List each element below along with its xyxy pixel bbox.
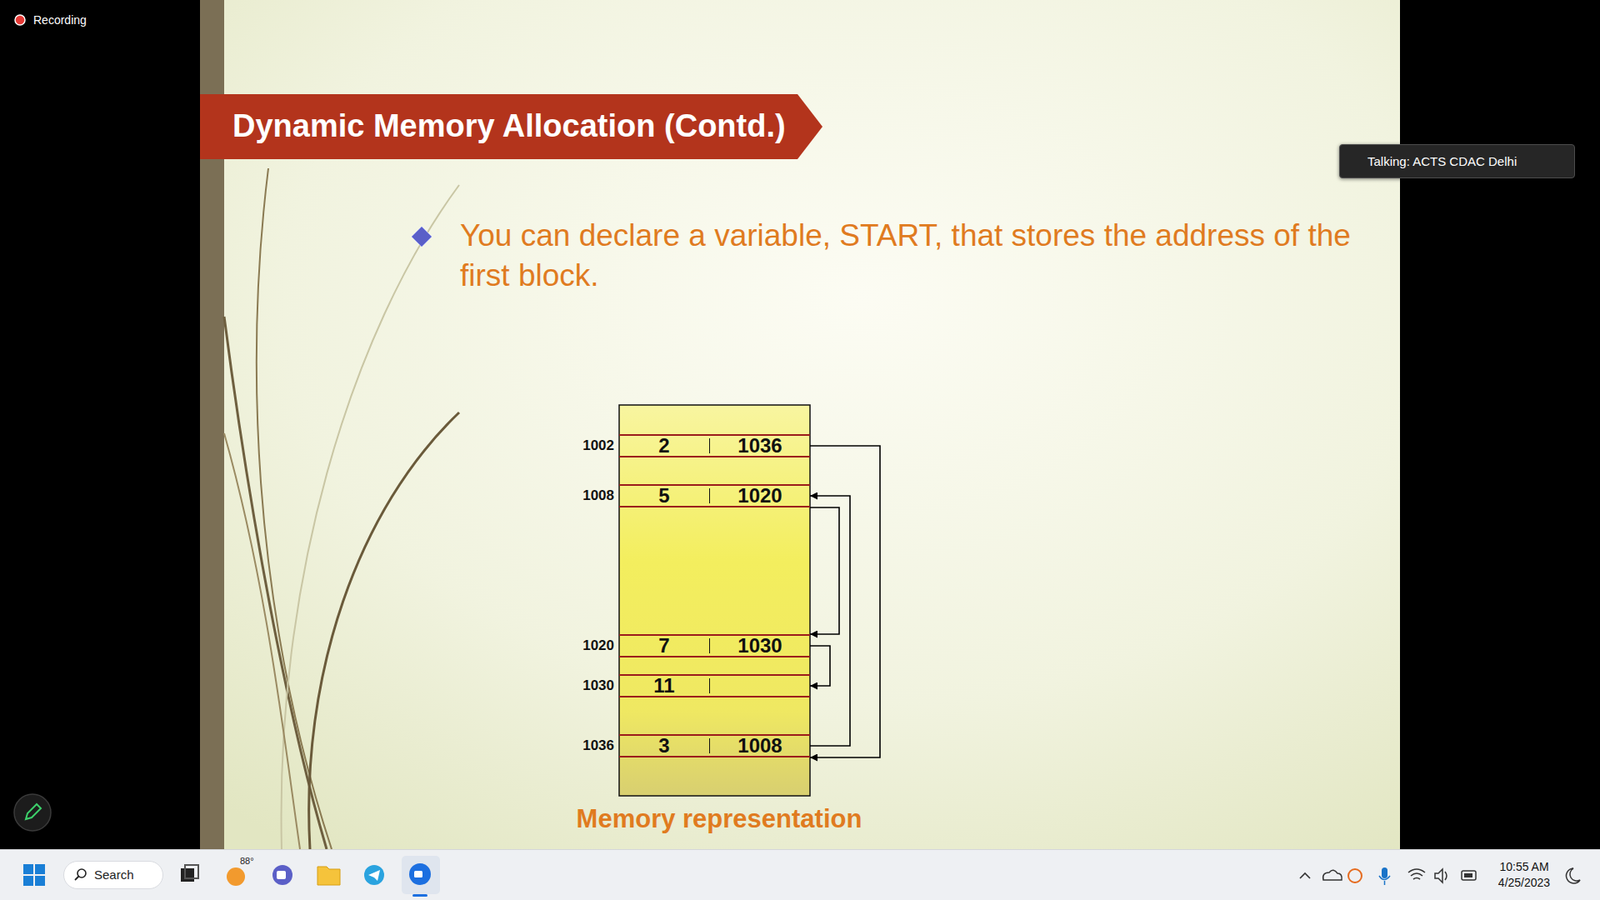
memory-column [619, 405, 810, 796]
speaker-icon [1435, 869, 1447, 883]
memory-block: 100221036 [619, 434, 810, 458]
telegram-icon [364, 865, 385, 885]
zoom-icon [409, 863, 431, 885]
figure-caption: Memory representation [535, 803, 903, 835]
telegram-glyph [368, 870, 380, 881]
pointer-arrow [810, 445, 880, 758]
memory-block: 103631008 [619, 734, 810, 758]
tooltip-text: Talking: ACTS CDAC Delhi [1367, 154, 1517, 170]
address-label: 1020 [582, 637, 615, 655]
decor-curve [309, 412, 460, 850]
folder-icon [317, 866, 340, 885]
bullet-text: You can declare a variable, START, that … [460, 215, 1377, 296]
pointer-arrow [810, 645, 830, 686]
memory-block: 103011 [619, 674, 810, 698]
slide-background [200, 0, 1400, 850]
pointer-arrow [810, 507, 840, 635]
address-label: 1036 [582, 737, 615, 755]
teams-icon [272, 865, 293, 885]
cell-divider [709, 678, 710, 694]
weather-icon [226, 867, 245, 886]
moon-icon [1566, 868, 1580, 884]
windows-logo [23, 864, 45, 886]
pointer-arrow [810, 495, 850, 746]
data-value: 3 [619, 735, 710, 756]
clock-date: 4/25/2023 [1482, 875, 1566, 890]
data-value: 2 [619, 435, 710, 456]
video-glyph [276, 870, 286, 880]
recording-label: Recording [33, 12, 87, 28]
clock-time: 10:55 AM [1482, 859, 1566, 875]
data-value: 11 [619, 675, 710, 696]
next-address: 1030 [710, 635, 810, 656]
recording-dot [15, 15, 25, 25]
sync-icon [1348, 869, 1362, 883]
next-address: 1020 [710, 485, 810, 506]
battery-level [1464, 873, 1473, 878]
cell-divider [709, 488, 710, 504]
pencil-icon [25, 804, 41, 820]
bullet-diamond [411, 226, 432, 247]
magnifier-icon [73, 867, 89, 883]
search-box: Search [63, 860, 164, 890]
tray-caret [1300, 873, 1310, 879]
mic-stand [1379, 875, 1390, 885]
search-text: Search [94, 867, 135, 883]
address-label: 1002 [582, 437, 615, 455]
memory-block: 102071030 [619, 634, 810, 658]
wifi-icon [1408, 869, 1425, 880]
active-app-underline [412, 894, 428, 897]
decor-curve [281, 185, 460, 850]
onedrive-icon [1323, 870, 1343, 880]
taskbar-edge [0, 849, 1600, 850]
slide-title: Dynamic Memory Allocation (Contd.) [232, 106, 786, 145]
memory-block: 100851020 [619, 484, 810, 508]
cell-divider [709, 438, 710, 454]
cell-divider [709, 638, 710, 654]
next-address: 1036 [710, 435, 810, 456]
next-address: 1008 [710, 735, 810, 756]
decor-curve [256, 168, 332, 850]
pencil-button [14, 794, 51, 831]
active-app-highlight [401, 855, 440, 895]
battery-icon [1461, 870, 1476, 880]
data-value: 5 [619, 485, 710, 506]
mic-icon [1381, 867, 1388, 879]
data-value: 7 [619, 635, 710, 656]
address-label: 1008 [582, 487, 615, 505]
task-view-icon [180, 865, 199, 882]
weather-temp: 88° [240, 855, 255, 867]
zoom-glyph [414, 870, 423, 878]
address-label: 1030 [582, 677, 615, 695]
cell-divider [709, 738, 710, 754]
decor-curve [224, 433, 300, 850]
speaker-tooltip: Talking: ACTS CDAC Delhi [1339, 144, 1575, 179]
taskbar [0, 849, 1600, 900]
